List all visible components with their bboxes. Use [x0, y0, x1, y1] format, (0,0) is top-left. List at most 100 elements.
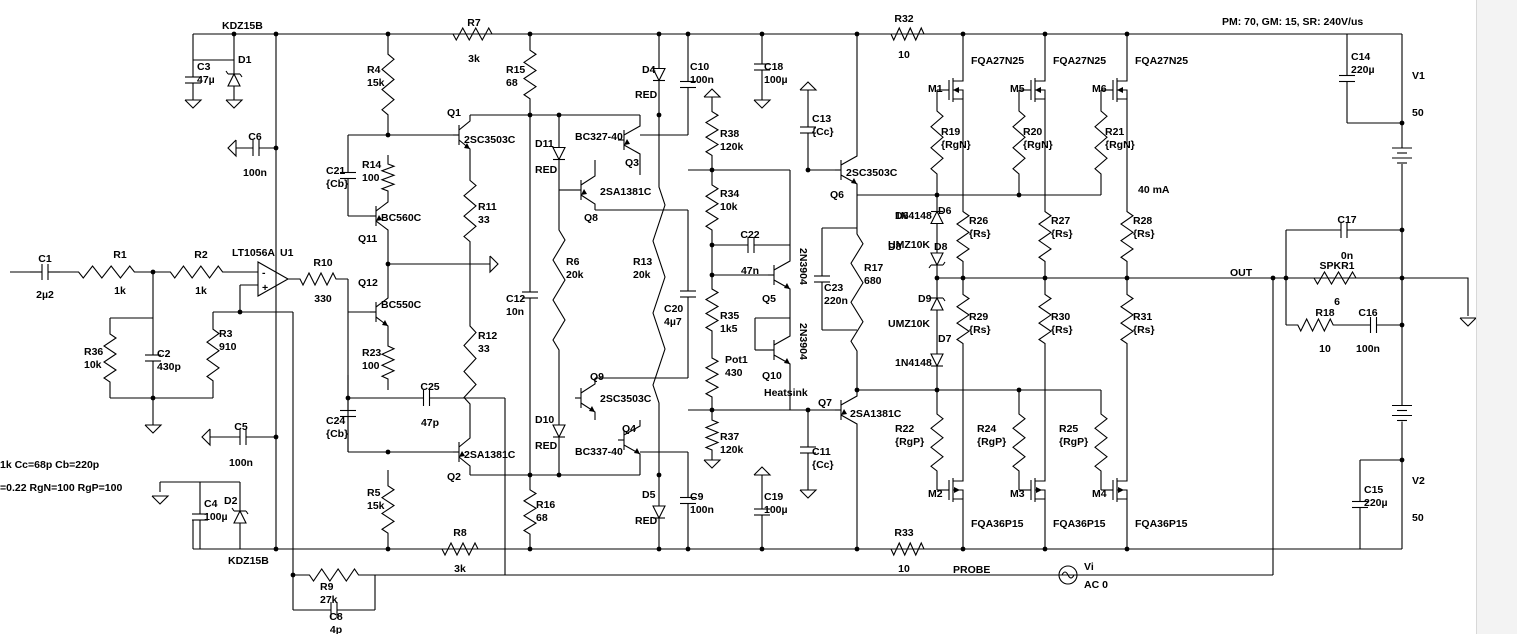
junction-dot [385, 261, 391, 267]
label-d9: D9 [918, 293, 932, 305]
label-q4: Q4 [622, 423, 636, 435]
label-q12: Q12 [358, 277, 378, 289]
label-r17: R17 [864, 262, 883, 274]
opamp-part: LT1056A [232, 247, 275, 259]
label-m5: M5 [1010, 83, 1025, 95]
value-r33: 10 [898, 563, 910, 575]
label-r35: R35 [720, 310, 739, 322]
label-q8: Q8 [584, 212, 598, 224]
value-r12: 33 [478, 343, 490, 355]
resistor-r38 [704, 97, 720, 170]
label-pot1: Pot1 [725, 354, 748, 366]
label-m1: M1 [928, 83, 943, 95]
ground-symbol [703, 459, 722, 469]
value-q3: BC327-40 [575, 131, 623, 143]
label-c21: C21 [326, 165, 345, 177]
wire [458, 456, 471, 475]
label-d4: D4 [642, 64, 656, 76]
opamp-ref: U1 [280, 247, 294, 259]
label-spkr1: SPKR1 [1319, 260, 1354, 272]
value-r31: {Rs} [1133, 324, 1155, 336]
junction-dot [960, 31, 966, 37]
resistor-r33 [880, 541, 935, 557]
diode-d9 [930, 296, 944, 311]
label-r21: R21 [1105, 126, 1124, 138]
label-r3: R3 [219, 328, 233, 340]
value-vi: AC 0 [1084, 579, 1108, 591]
resistor-r20 [1012, 90, 1026, 195]
opamp-plus: + [262, 282, 268, 294]
value-c8: 4p [330, 624, 342, 634]
value-r15: 68 [506, 77, 518, 89]
label-r16: R16 [536, 499, 555, 511]
wire [375, 316, 389, 335]
resistor-r13 [652, 115, 666, 475]
value-q7: 2SA1381C [850, 408, 902, 420]
label-c25: C25 [420, 381, 439, 393]
label-r27: R27 [1051, 215, 1070, 227]
wire [1035, 475, 1046, 482]
junction-dot [1124, 546, 1130, 552]
ac-source-sine [1061, 571, 1075, 579]
value-r38: 120k [720, 141, 744, 153]
value-r3: 910 [219, 341, 237, 353]
value-c17: 0n [1341, 250, 1353, 262]
label-q11: Q11 [358, 233, 377, 245]
value-r22: {RgP} [895, 436, 924, 448]
junction-dot [556, 472, 562, 478]
value-c22: 47n [741, 265, 759, 277]
resistor-r24 [1012, 395, 1026, 490]
junction-dot [656, 31, 662, 37]
diode-d5 [652, 505, 666, 520]
mosfet-arrow [1118, 487, 1124, 493]
mosfet-arrow [1035, 87, 1041, 93]
wire [1117, 498, 1128, 549]
mosfet-arrow [1036, 487, 1042, 493]
junction-dot [656, 546, 662, 552]
label-d7: D7 [938, 333, 952, 345]
junction-dot [1042, 546, 1048, 552]
label-r1: R1 [113, 249, 127, 261]
mosfet-arrow [1117, 87, 1123, 93]
label-r25: R25 [1059, 423, 1078, 435]
value-c13: {Cc} [812, 126, 834, 138]
label-c8: C8 [329, 611, 343, 623]
label-q3: Q3 [625, 157, 639, 169]
wire [953, 80, 964, 82]
label-r4: R4 [367, 64, 381, 76]
wire [375, 220, 389, 240]
resistor-r4 [381, 34, 395, 135]
wire [458, 115, 471, 131]
wire [773, 255, 791, 271]
value-q12: BC550C [381, 299, 422, 311]
label-r5: R5 [367, 487, 381, 499]
junction-dot [385, 449, 391, 455]
diode-d1 [227, 72, 241, 87]
label-d8-r: D8 [934, 241, 948, 253]
diode-d6 [930, 210, 944, 225]
label-v2: V2 [1412, 475, 1425, 487]
label-r9: R9 [320, 581, 334, 593]
mosfet-arrow [954, 487, 960, 493]
value-c19: 100µ [764, 504, 788, 516]
value-c2: 430p [157, 361, 181, 373]
label-vi: Vi [1084, 561, 1094, 573]
label-c24: C24 [326, 415, 345, 427]
label-c9: C9 [690, 491, 704, 503]
value-r23: 100 [362, 360, 380, 372]
value-d4: RED [635, 89, 658, 101]
resistor-r5 [380, 470, 396, 549]
label-c11: C11 [812, 446, 831, 458]
wire [953, 498, 964, 549]
resistor-r8 [430, 541, 490, 557]
value-q2: 2SA1381C [464, 449, 516, 461]
resistor-r2 [153, 265, 240, 279]
ground-symbol [144, 424, 163, 434]
value-r6: 20k [566, 269, 584, 281]
label-c22: C22 [740, 229, 759, 241]
value-m3: FQA36P15 [1053, 518, 1106, 530]
junction-dot [1399, 457, 1405, 463]
value-c12: 10n [506, 306, 524, 318]
value-r37: 120k [720, 444, 744, 456]
